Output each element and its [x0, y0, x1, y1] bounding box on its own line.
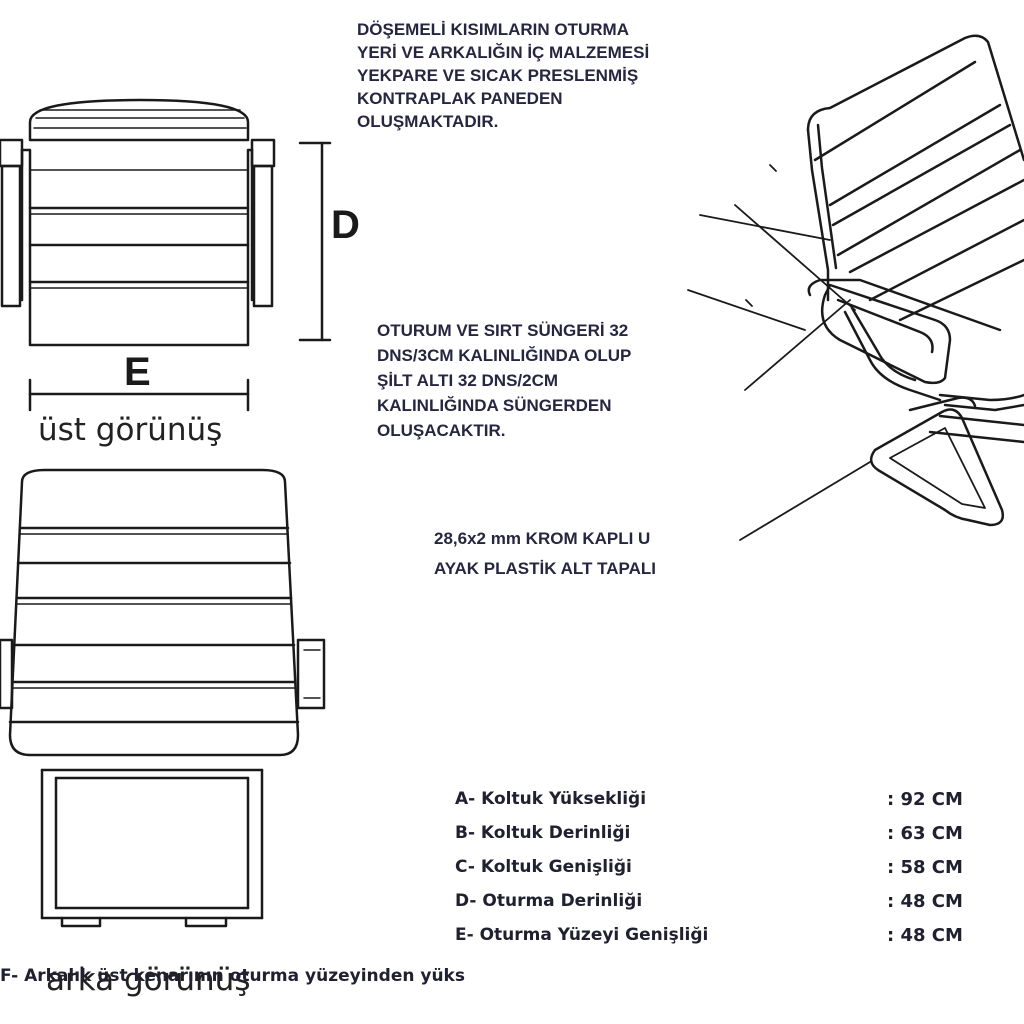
spec-row: C- Koltuk Genişliği : 58 CM [455, 857, 1024, 891]
foam-note-line: OTURUM VE SIRT SÜNGERİ 32 [377, 321, 629, 340]
back-view-drawing [0, 468, 326, 928]
foam-note-line: DNS/3CM KALINLIĞINDA OLUP [377, 346, 632, 365]
spec-label: E- Oturma Yüzeyi Genişliği [455, 925, 709, 945]
spec-value: : 92 CM [887, 789, 963, 810]
spec-row-truncated: F- Arkalık üst kenarının oturma yüzeyind… [0, 966, 465, 986]
leg-note-line: AYAK PLASTİK ALT TAPALI [434, 559, 656, 578]
spec-label: D- Oturma Derinliği [455, 891, 643, 911]
material-note-line: KONTRAPLAK PANEDEN [357, 89, 563, 108]
top-view-drawing [0, 98, 276, 347]
depth-dimension-line [298, 141, 332, 342]
foam-note-line: KALINLIĞINDA SÜNGERDEN [377, 396, 612, 415]
spec-list: A- Koltuk Yüksekliği : 92 CM B- Koltuk D… [455, 789, 1024, 959]
width-dimension-line [28, 378, 250, 412]
spec-row: E- Oturma Yüzeyi Genişliği : 48 CM [455, 925, 1024, 959]
foam-note: OTURUM VE SIRT SÜNGERİ 32 DNS/3CM KALINL… [377, 318, 631, 443]
spec-value: : 58 CM [887, 857, 963, 878]
spec-row: A- Koltuk Yüksekliği : 92 CM [455, 789, 1024, 823]
spec-value: : 48 CM [887, 891, 963, 912]
chair-3d-view [806, 34, 1024, 527]
foam-note-line: ŞİLT ALTI 32 DNS/2CM [377, 371, 559, 390]
material-note-line: YERİ VE ARKALIĞIN İÇ MALZEMESİ [357, 43, 650, 62]
spec-value: : 63 CM [887, 823, 963, 844]
back-view-label: arka görünüş [46, 962, 251, 998]
spec-label: A- Koltuk Yüksekliği [455, 789, 647, 809]
spec-label: B- Koltuk Derinliği [455, 823, 631, 843]
leader-lines [687, 164, 871, 541]
spec-value: : 48 CM [887, 925, 963, 946]
leg-note: 28,6x2 mm KROM KAPLI U AYAK PLASTİK ALT … [434, 524, 656, 584]
material-note-line: OLUŞMAKTADIR. [357, 112, 499, 131]
spec-row: B- Koltuk Derinliği : 63 CM [455, 823, 1024, 857]
material-note: DÖŞEMELİ KISIMLARIN OTURMA YERİ VE ARKAL… [357, 18, 649, 133]
depth-dimension-label: D [331, 203, 360, 247]
spec-row: D- Oturma Derinliği : 48 CM [455, 891, 1024, 925]
top-view-label: üst görünüş [38, 412, 223, 448]
material-note-line: YEKPARE VE SICAK PRESLENMİŞ [357, 66, 639, 85]
spec-label: C- Koltuk Genişliği [455, 857, 632, 877]
material-note-line: DÖŞEMELİ KISIMLARIN OTURMA [357, 20, 629, 39]
foam-note-line: OLUŞACAKTIR. [377, 421, 506, 440]
leg-note-line: 28,6x2 mm KROM KAPLI U [434, 529, 651, 548]
width-dimension-label: E [124, 350, 151, 394]
